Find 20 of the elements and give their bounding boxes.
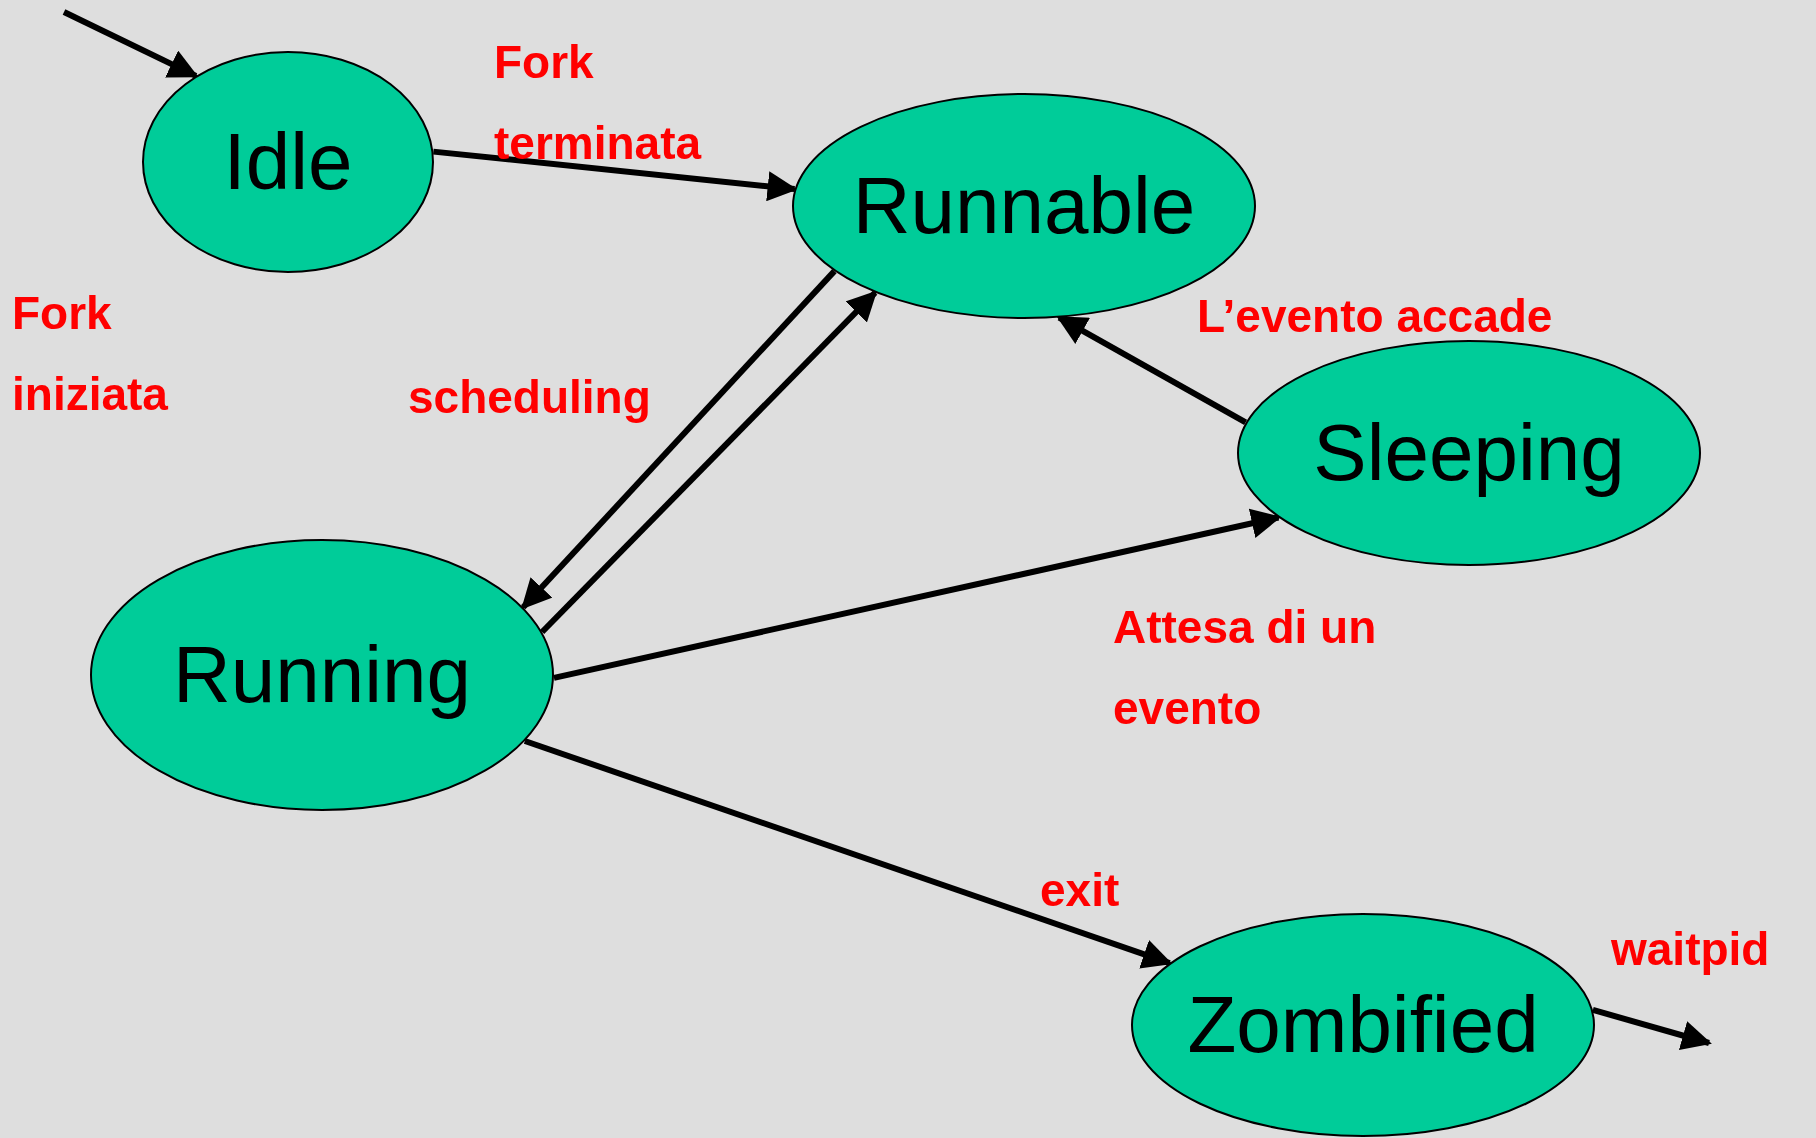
- edge-label: waitpid: [1611, 922, 1771, 977]
- state-name: Runnable: [852, 160, 1196, 252]
- edge-label: L’evento accade: [1197, 289, 1554, 344]
- arrow: [523, 738, 1173, 969]
- state-name: Running: [173, 629, 471, 721]
- arrow: [553, 508, 1282, 681]
- arrow: [433, 148, 798, 202]
- edge-label: Fork terminata: [494, 35, 703, 171]
- state-name: Idle: [223, 116, 353, 208]
- edge-label: Attesa di un evento: [1113, 600, 1378, 736]
- arrow: [62, 9, 199, 79]
- state-name: Zombified: [1187, 979, 1539, 1071]
- state-name: Sleeping: [1313, 407, 1625, 499]
- arrow: [1056, 315, 1248, 426]
- edge-label: exit: [1040, 863, 1121, 918]
- edge-label: scheduling: [408, 370, 652, 425]
- transition-label: Fork iniziata: [12, 286, 169, 422]
- arrow: [521, 269, 837, 610]
- arrow: [1592, 1007, 1712, 1050]
- arrow: [539, 290, 878, 635]
